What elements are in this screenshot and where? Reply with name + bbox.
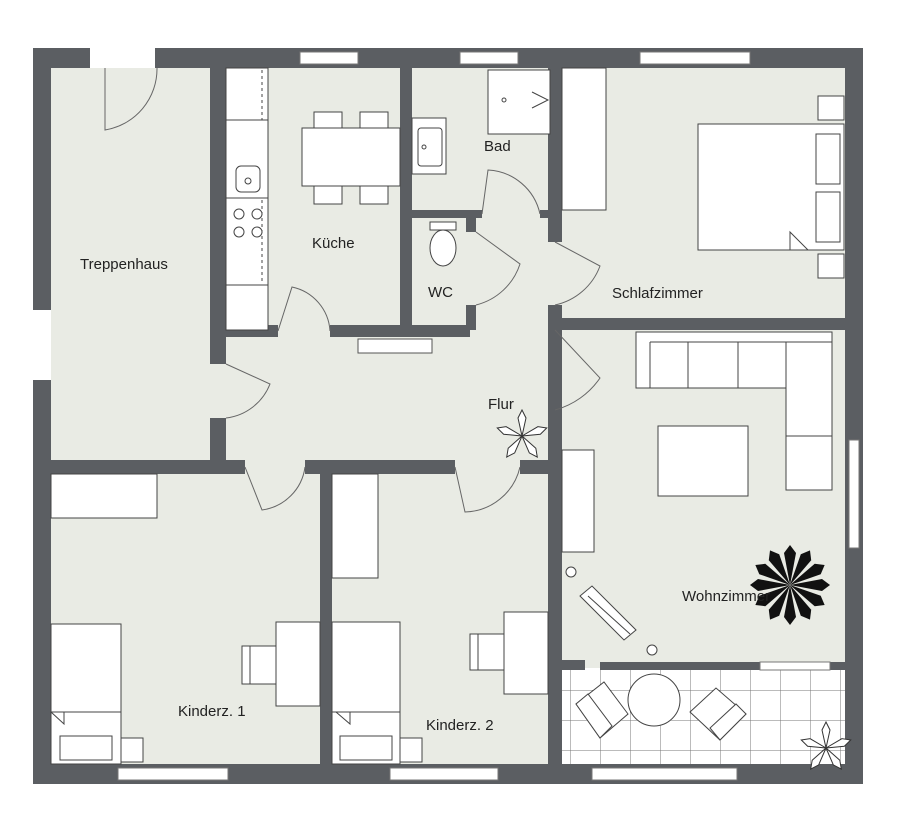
kids-room-2-furniture bbox=[331, 473, 549, 765]
doors bbox=[104, 67, 601, 513]
walls bbox=[33, 48, 863, 784]
label-flur: Flur bbox=[488, 396, 514, 413]
kitchen-furniture bbox=[225, 67, 401, 331]
label-kueche: Küche bbox=[312, 235, 355, 252]
label-kinderz1: Kinderz. 1 bbox=[178, 703, 246, 720]
label-wohnzimmer: Wohnzimmer bbox=[682, 588, 770, 605]
label-schlafzimmer: Schlafzimmer bbox=[612, 285, 703, 302]
bedroom-furniture bbox=[561, 67, 845, 279]
label-treppenhaus: Treppenhaus bbox=[80, 256, 168, 273]
label-wc: WC bbox=[428, 284, 453, 301]
kids-room-1-furniture bbox=[50, 473, 321, 765]
bathroom-furniture bbox=[411, 69, 551, 267]
windows bbox=[33, 48, 860, 781]
room-labels: Treppenhaus Küche Bad WC Schlafzimmer Fl… bbox=[80, 138, 770, 734]
living-room-furniture bbox=[561, 331, 833, 656]
balcony-furniture bbox=[575, 673, 747, 741]
plant-icon bbox=[750, 545, 830, 625]
label-bad: Bad bbox=[484, 138, 511, 155]
label-kinderz2: Kinderz. 2 bbox=[426, 717, 494, 734]
